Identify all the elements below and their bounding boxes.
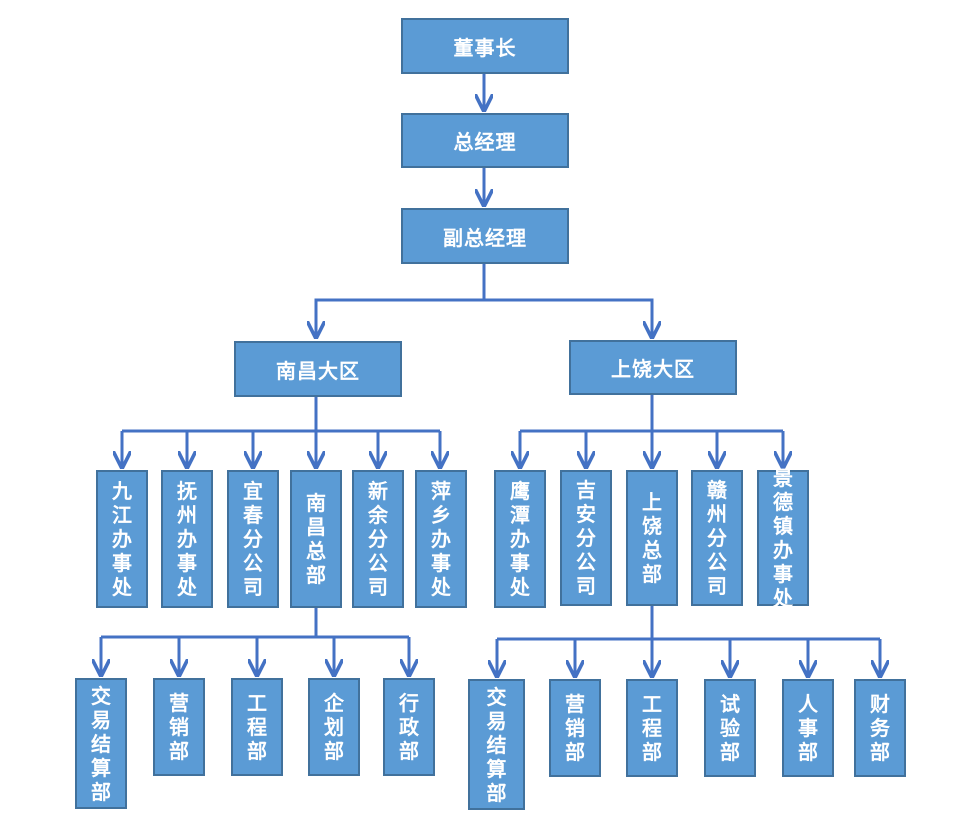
nanchang-planning-dept-box: 企划部: [308, 678, 360, 776]
nanchang-admin-dept-label: 行政部: [399, 691, 419, 763]
shangrao-region-box: 上饶大区: [569, 340, 737, 395]
nanchang-planning-dept-label: 企划部: [324, 691, 344, 763]
nanchang-settlement-dept-label: 交易结算部: [91, 683, 111, 804]
dgm-label: 副总经理: [443, 225, 527, 250]
nanchang-engineering-dept-box: 工程部: [231, 678, 283, 776]
nanchang-region-box: 南昌大区: [234, 341, 402, 397]
shangrao-hq-label: 上饶总部: [642, 490, 662, 586]
nanchang-sales-dept-box: 营销部: [153, 678, 205, 776]
shangrao-finance-dept-box: 财务部: [854, 679, 906, 777]
shangrao-region-label: 上饶大区: [611, 357, 695, 381]
xinyu-branch-box: 新余分公司: [352, 470, 404, 608]
shangrao-hr-dept-label: 人事部: [798, 692, 818, 764]
pingxiang-office-box: 萍乡办事处: [415, 470, 467, 608]
shangrao-testing-dept-label: 试验部: [720, 692, 740, 764]
shangrao-sales-dept-box: 营销部: [549, 679, 601, 777]
shangrao-settlement-dept-label: 交易结算部: [486, 684, 507, 805]
nanchang-sales-dept-label: 营销部: [169, 691, 189, 763]
ganzhou-branch-label: 赣州分公司: [707, 478, 727, 598]
shangrao-engineering-dept-label: 工程部: [642, 692, 662, 764]
shangrao-testing-dept-box: 试验部: [704, 679, 756, 777]
yichun-branch-box: 宜春分公司: [227, 470, 279, 608]
gm-box: 总经理: [401, 113, 569, 168]
yichun-branch-label: 宜春分公司: [243, 479, 263, 599]
connector-dgm-branch: [316, 264, 486, 337]
chairman-box: 董事长: [401, 18, 569, 74]
nanchang-region-label: 南昌大区: [276, 358, 360, 383]
shangrao-finance-dept-label: 财务部: [870, 692, 890, 764]
nanchang-hq-label: 南昌总部: [306, 491, 326, 587]
yingtan-office-box: 鹰潭办事处: [494, 470, 546, 608]
shangrao-hr-dept-box: 人事部: [782, 679, 834, 777]
yingtan-office-label: 鹰潭办事处: [510, 479, 530, 599]
gm-label: 总经理: [453, 130, 517, 154]
pingxiang-office-label: 萍乡办事处: [431, 479, 451, 599]
connector-dgm-branch-right: [484, 298, 652, 337]
shangrao-sales-dept-label: 营销部: [565, 692, 585, 764]
nanchang-admin-dept-box: 行政部: [383, 678, 435, 776]
nanchang-hq-box: 南昌总部: [290, 470, 342, 608]
jiujiang-office-box: 九江办事处: [96, 470, 148, 608]
jian-branch-box: 吉安分公司: [560, 470, 612, 606]
shangrao-engineering-dept-box: 工程部: [626, 679, 678, 777]
xinyu-branch-label: 新余分公司: [368, 479, 388, 599]
jiujiang-office-label: 九江办事处: [112, 479, 132, 599]
fuzhou-office-box: 抚州办事处: [161, 470, 213, 608]
jian-branch-label: 吉安分公司: [576, 478, 596, 598]
shangrao-settlement-dept-box: 交易结算部: [468, 679, 525, 810]
chairman-label: 董事长: [453, 35, 517, 60]
shangrao-hq-box: 上饶总部: [626, 470, 678, 606]
dgm-box: 副总经理: [401, 208, 569, 264]
ganzhou-branch-box: 赣州分公司: [691, 470, 743, 606]
nanchang-engineering-dept-label: 工程部: [247, 691, 267, 763]
nanchang-settlement-dept-box: 交易结算部: [75, 678, 127, 809]
jingdezhen-office-label: 景德镇办事处: [773, 466, 793, 610]
fuzhou-office-label: 抚州办事处: [177, 479, 197, 599]
jingdezhen-office-box: 景德镇办事处: [757, 466, 809, 610]
